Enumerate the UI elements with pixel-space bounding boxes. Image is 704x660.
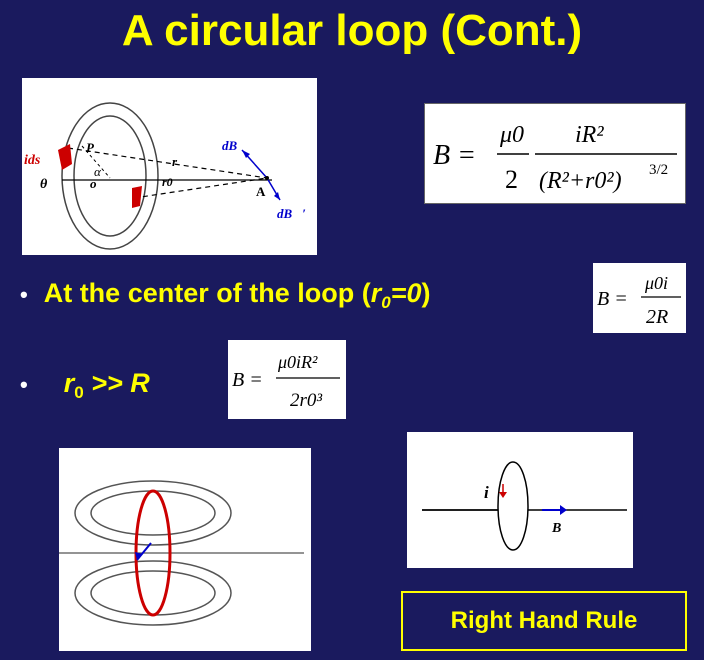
svg-text:iR²: iR² [575,122,604,148]
svg-text:2R: 2R [646,306,668,328]
main-formula: B = μ0 2 iR² (R²+r0²) 3/2 [424,103,686,204]
field-lines-panel [59,448,311,651]
label-r: r [172,154,178,169]
bullet-center-sub: 0 [381,293,391,312]
label-P: P [86,140,95,155]
bullet-far: • r0 >> R [20,368,150,403]
bullet-far-rest: >> R [83,368,150,398]
label-dB: dB⃗ [222,138,247,153]
label-o: o [90,176,97,191]
svg-text:(R²+r0²): (R²+r0²) [539,168,622,194]
current-element-top [58,144,72,170]
far-formula-svg: B = μ0iR² 2r0³ [232,352,340,411]
bullet-center-close: ) [421,278,431,308]
loop-direction-panel: i B⃗ [407,432,633,568]
label-dB-prime: dB⃗′ [277,206,306,221]
svg-text:μ0i: μ0i [644,273,668,293]
label-B: B⃗ [551,521,572,536]
bullet-dot: • [20,372,28,397]
svg-text:2r0³: 2r0³ [290,390,322,411]
label-r0: r0 [162,175,173,189]
label-theta: θ [40,177,48,192]
svg-text:B =: B = [597,288,628,310]
label-A: A [256,184,266,199]
bullet-center-text: At the center of the loop ( [43,278,371,308]
right-hand-rule-label: Right Hand Rule [401,591,687,651]
slide-title: A circular loop (Cont.) [121,6,583,55]
bullet-center-r: r [370,278,382,308]
label-i: i [484,483,489,502]
main-formula-svg: B = μ0 2 iR² (R²+r0²) 3/2 [433,122,677,194]
bullet-center: • At the center of the loop (r0=0) [20,278,430,313]
field-lines-diagram [59,480,304,626]
svg-text:B =: B = [232,369,263,391]
svg-text:μ0iR²: μ0iR² [277,352,318,372]
label-alpha: α [94,164,102,179]
bullet-far-r: r [63,368,75,398]
loop-diagram: ids⃗ P r α θ o r0 A dB⃗ dB⃗′ [24,102,306,250]
svg-text:3/2: 3/2 [649,162,668,178]
current-element-bottom [132,186,142,208]
svg-text:2: 2 [505,165,518,194]
bullet-dot: • [20,282,28,307]
far-formula: B = μ0iR² 2r0³ [228,340,346,419]
svg-text:B =: B = [433,140,476,171]
svg-text:μ0: μ0 [499,122,524,148]
bullet-center-rest: =0 [390,278,422,308]
loop-direction-diagram: i B⃗ [422,461,627,551]
center-formula: B = μ0i 2R [593,263,686,333]
bullet-far-sub: 0 [74,383,84,402]
loop-diagram-panel: ids⃗ P r α θ o r0 A dB⃗ dB⃗′ [22,78,317,255]
label-ids: ids⃗ [24,153,51,168]
center-formula-svg: B = μ0i 2R [597,273,681,328]
